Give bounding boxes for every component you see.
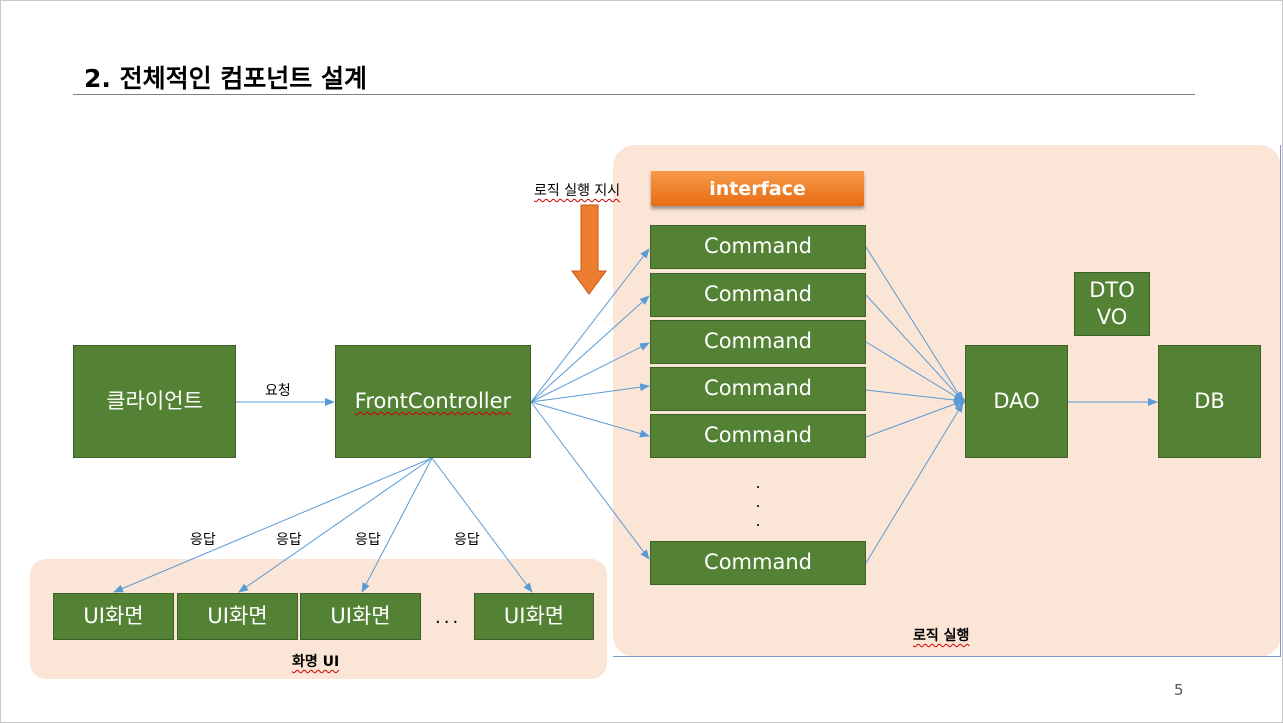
fc-to-ui-2 <box>238 457 433 593</box>
command-label-4: Command <box>704 376 812 401</box>
response-label-3: 응답 <box>355 532 381 548</box>
response-label-2: 응답 <box>276 532 302 548</box>
dao-junction-dot <box>957 397 965 405</box>
db-box: DB <box>1158 345 1261 458</box>
request-label: 요청 <box>265 383 291 399</box>
command-label-1: Command <box>704 234 812 259</box>
command-box-4: Command <box>650 367 866 411</box>
command-label-6: Command <box>704 550 812 575</box>
ui-screen-label-1: UI화면 <box>83 603 144 628</box>
page-number: 5 <box>1174 681 1184 699</box>
command-1-to-dao <box>865 246 964 402</box>
command-box-3: Command <box>650 320 866 364</box>
command-5-to-dao <box>865 400 964 438</box>
ui-screen-box-1: UI화면 <box>53 593 174 640</box>
ui-screen-box-4: UI화면 <box>474 593 594 640</box>
fc-to-command-3 <box>530 342 650 403</box>
command-label-3: Command <box>704 329 812 354</box>
dto-label: DTO <box>1089 278 1135 302</box>
dao-box: DAO <box>965 345 1068 458</box>
fc-to-command-5 <box>530 401 650 438</box>
front-controller-label: FrontController <box>354 388 512 413</box>
command-box-2: Command <box>650 273 866 317</box>
ui-screen-label-3: UI화면 <box>330 603 391 628</box>
fc-to-command-2 <box>530 295 650 403</box>
interface-badge: interface <box>651 171 864 206</box>
ui-screen-label-4: UI화면 <box>503 603 565 628</box>
logic-execution-region-border <box>613 145 1281 657</box>
logic-instruction-label: 로직 실행 지시 <box>534 183 621 199</box>
response-label-4: 응답 <box>454 532 480 548</box>
logic-region-label: 로직 실행 <box>913 628 970 644</box>
title-divider <box>73 94 1195 95</box>
dto-vo-box: DTO VO <box>1074 272 1150 336</box>
command-4-to-dao <box>865 389 964 404</box>
command-box-1: Command <box>650 225 866 269</box>
logic-instruction-arrow <box>571 204 607 295</box>
db-label: DB <box>1194 388 1225 413</box>
fc-to-command-4 <box>530 383 650 403</box>
ui-screen-box-2: UI화면 <box>177 593 298 640</box>
interface-label: interface <box>709 177 806 200</box>
client-box: 클라이언트 <box>73 345 236 458</box>
command-label-2: Command <box>704 282 812 307</box>
ui-screen-label-2: UI화면 <box>207 603 268 628</box>
fc-to-ui-1 <box>113 457 433 593</box>
dao-label: DAO <box>993 388 1040 413</box>
client-label: 클라이언트 <box>106 388 203 413</box>
command-3-to-dao <box>865 341 964 402</box>
command-2-to-dao <box>865 294 964 402</box>
command-box-6: Command <box>650 541 866 585</box>
command-label-5: Command <box>704 423 812 448</box>
ui-screen-continuation-dots: ... <box>435 607 462 628</box>
ui-screen-box-3: UI화면 <box>300 593 421 640</box>
fc-to-ui-3 <box>361 457 433 593</box>
command-continuation-dots: ... <box>755 473 761 530</box>
vo-label: VO <box>1096 305 1128 329</box>
command-box-5: Command <box>650 414 866 458</box>
ui-region-label: 화명 UI <box>292 654 340 670</box>
fc-to-command-6 <box>530 401 650 560</box>
response-label-1: 응답 <box>190 532 216 548</box>
command-6-to-dao <box>865 402 964 564</box>
slide-title: 2. 전체적인 컴포넌트 설계 <box>84 64 368 93</box>
fc-to-command-1 <box>530 248 650 403</box>
front-controller-box: FrontController <box>335 345 531 458</box>
fc-to-ui-4 <box>431 457 533 593</box>
